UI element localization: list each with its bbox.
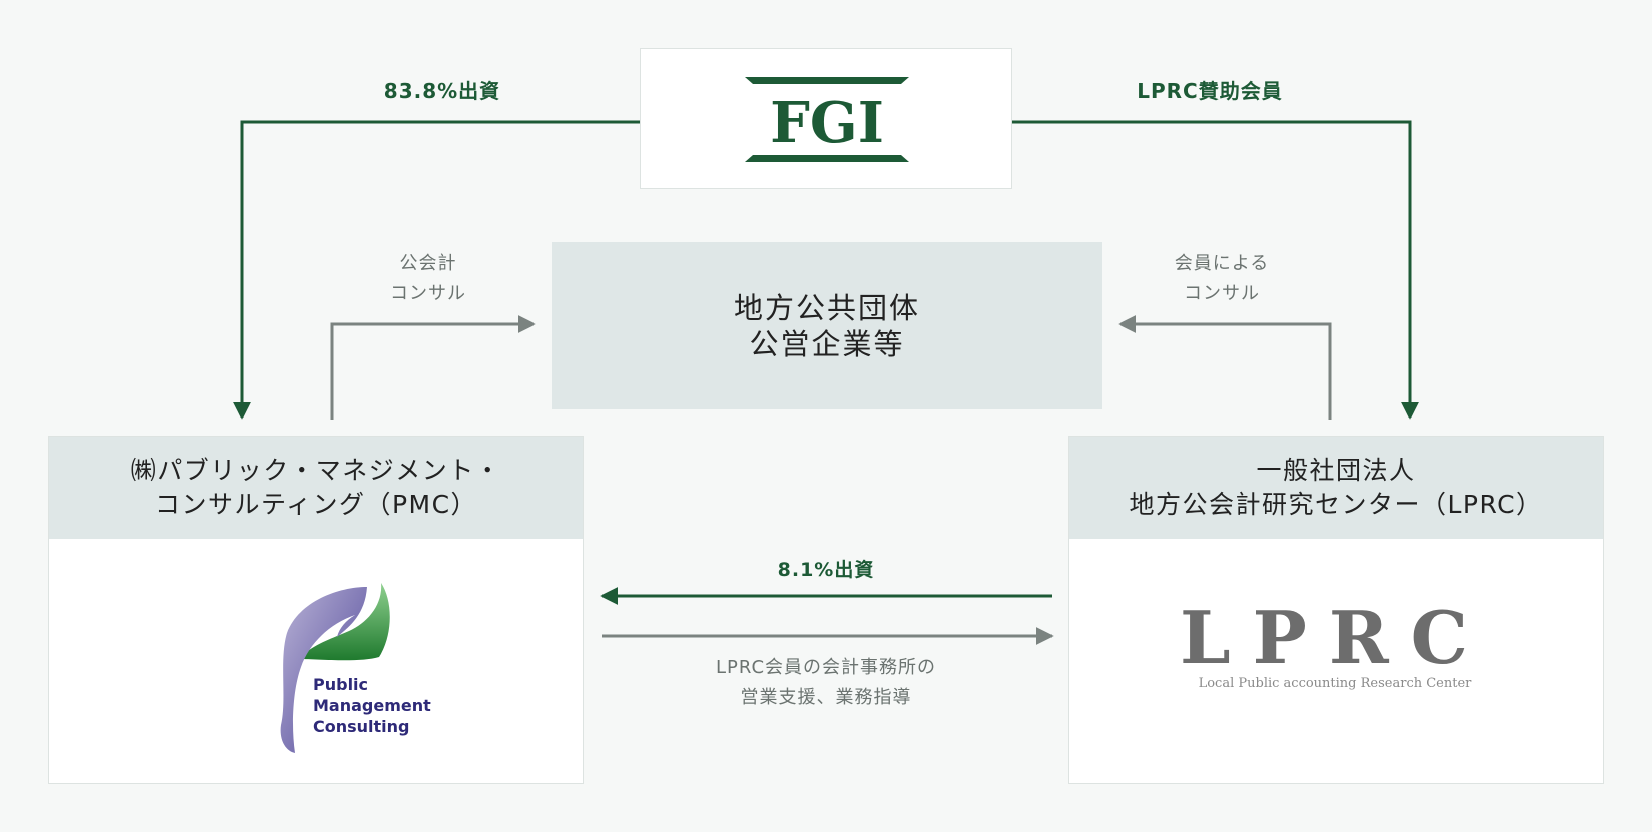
lprc-name-line2: 地方公会計研究センター（LPRC） (1129, 490, 1543, 519)
label-lprc-to-center-line2: コンサル (1184, 283, 1260, 304)
label-lprc-to-pmc: 8.1%出資 (777, 559, 875, 581)
local-government-line2: 公営企業等 (749, 326, 905, 361)
pmc-logo-line3: Consulting (313, 717, 410, 736)
arrow-fgi-to-pmc (233, 120, 640, 420)
local-government-line1: 地方公共団体 (733, 290, 920, 325)
lprc-header: 一般社団法人 地方公会計研究センター（LPRC） (1069, 437, 1603, 539)
pmc-header: ㈱パブリック・マネジメント・ コンサルティング（PMC） (49, 437, 583, 539)
pmc-logo: Public Management Consulting (280, 583, 431, 753)
lprc-logo-subtext: Local Public accounting Research Center (1199, 676, 1473, 691)
pmc-box: ㈱パブリック・マネジメント・ コンサルティング（PMC） Public Mana… (48, 436, 584, 784)
label-pmc-to-lprc-line1: LPRC会員の会計事務所の (715, 657, 937, 678)
arrow-lprc-to-center (1118, 315, 1332, 420)
label-pmc-to-center: 公会計 コンサル (348, 249, 508, 309)
lprc-box: 一般社団法人 地方公会計研究センター（LPRC） LPRC Local Publ… (1068, 436, 1604, 784)
local-government-box: 地方公共団体 公営企業等 (552, 242, 1102, 409)
label-fgi-to-lprc: LPRC賛助会員 (1137, 79, 1283, 103)
pmc-name-line2: コンサルティング（PMC） (154, 490, 478, 519)
label-pmc-to-lprc-line2: 営業支援、業務指導 (740, 687, 912, 708)
pmc-name-line1: ㈱パブリック・マネジメント・ (130, 456, 502, 485)
lprc-logo-text: LPRC (1180, 595, 1490, 680)
lprc-logo: LPRC Local Public accounting Research Ce… (1180, 595, 1490, 691)
fgi-box: FGI (640, 48, 1012, 189)
fgi-logo: FGI (745, 77, 909, 162)
label-pmc-to-center-line2: コンサル (390, 283, 466, 304)
arrow-fgi-to-lprc (1012, 120, 1419, 420)
label-fgi-to-pmc: 83.8%出資 (383, 79, 501, 103)
fgi-logo-text: FGI (770, 90, 884, 156)
label-lprc-to-center-line1: 会員による (1174, 253, 1270, 274)
pmc-logo-line1: Public (313, 675, 368, 694)
label-pmc-to-lprc: LPRC会員の会計事務所の 営業支援、業務指導 (666, 653, 986, 713)
pmc-logo-line2: Management (313, 696, 431, 715)
lprc-name-line1: 一般社団法人 (1256, 456, 1416, 485)
label-lprc-to-center: 会員による コンサル (1122, 249, 1322, 309)
arrow-pmc-to-center (330, 315, 536, 420)
label-pmc-to-center-line1: 公会計 (399, 253, 457, 274)
